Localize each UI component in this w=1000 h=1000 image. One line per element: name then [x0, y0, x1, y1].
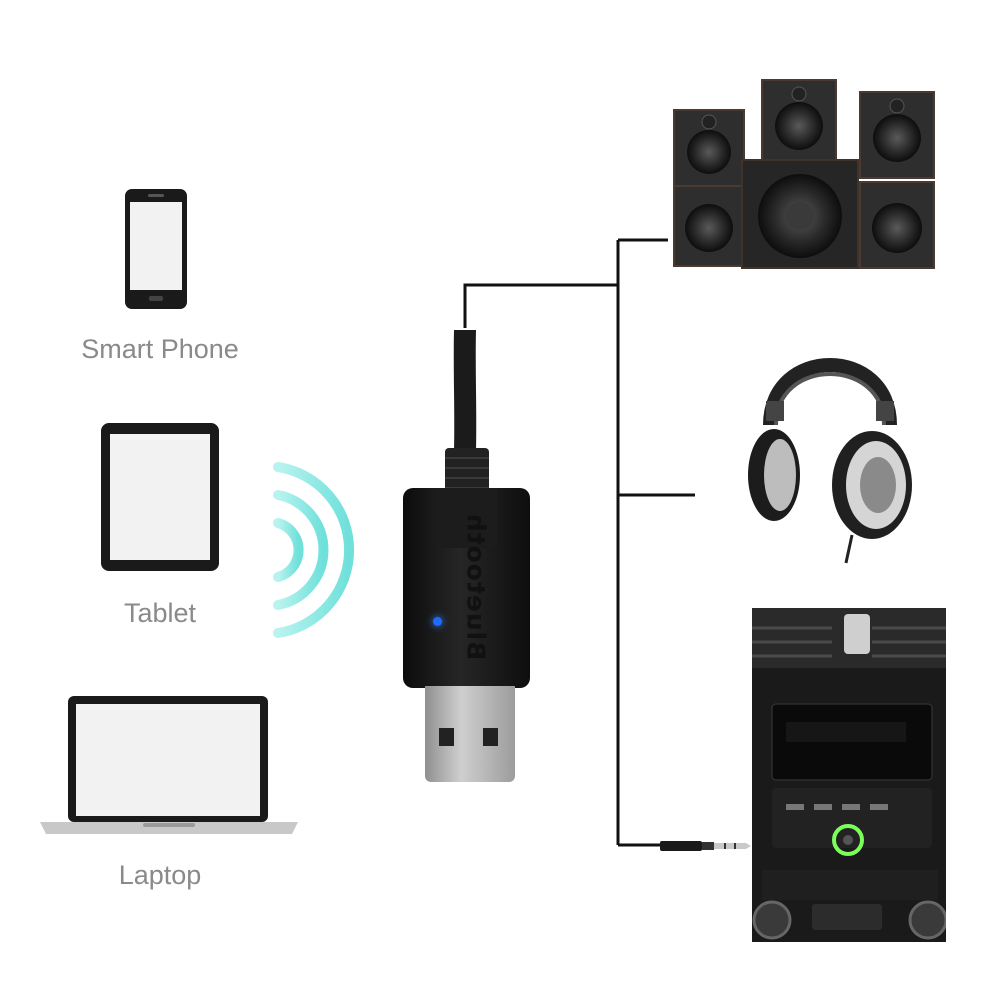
smartphone-label: Smart Phone [81, 334, 239, 364]
smartphone-icon [124, 188, 188, 310]
aux-jack-icon [660, 836, 752, 856]
tablet-label: Tablet [123, 598, 197, 628]
car-stereo-icon [752, 608, 946, 942]
tablet-icon [100, 422, 220, 572]
usb-plug [425, 686, 515, 782]
laptop-label: Laptop [118, 860, 202, 890]
wifi-waves-icon [260, 455, 370, 645]
bluetooth-brand-text: Bluetooth [461, 512, 491, 661]
usb-cable [445, 330, 489, 498]
status-led [433, 617, 442, 626]
laptop-icon [38, 694, 300, 838]
headphones-icon [740, 345, 920, 565]
bluetooth-adapter: Bluetooth [403, 488, 530, 688]
speaker-system-icon [670, 78, 942, 272]
